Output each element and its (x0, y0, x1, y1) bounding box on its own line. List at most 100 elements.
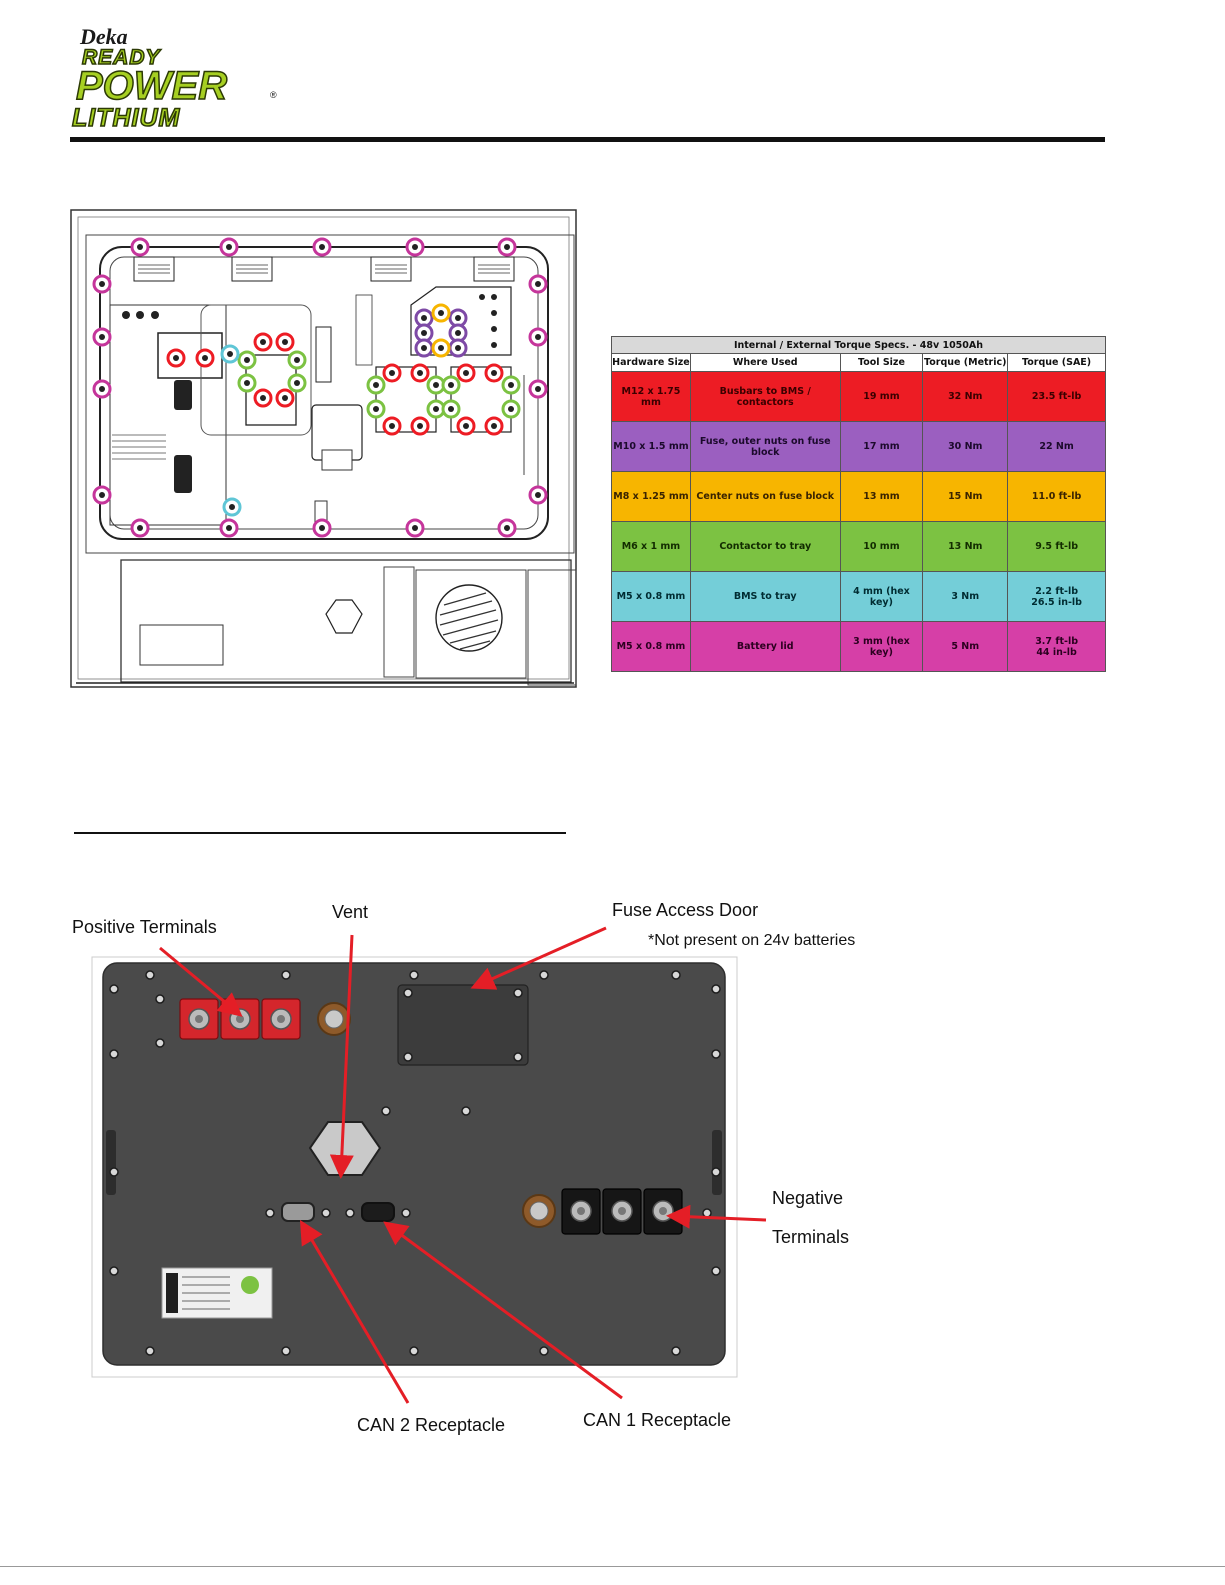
lid-bolt-marker (92, 274, 112, 294)
callout-arrows (159, 926, 767, 1404)
lid-bolt-marker (497, 237, 517, 257)
contactor-bolt-marker (366, 399, 386, 419)
label-terminals: Terminals (772, 1227, 850, 1247)
lid-bolt-marker (528, 327, 548, 347)
contactor-bolt-marker (441, 399, 461, 419)
fuse-bolt-marker (448, 323, 468, 343)
table-row: M6 x 1 mm Contactor to tray 10 mm 13 Nm … (611, 521, 1106, 572)
lid-bolt (711, 1167, 721, 1177)
lid-bolt (409, 970, 419, 980)
cell-hardware: M10 x 1.5 mm (611, 421, 691, 472)
contactor-bolt-marker (501, 399, 521, 419)
lid-bolt-marker (130, 518, 150, 538)
lid-bolt-marker (312, 237, 332, 257)
cell-tool: 17 mm (839, 421, 924, 472)
busbar-bolt-marker (410, 363, 430, 383)
cell-hardware: M5 x 0.8 mm (611, 571, 691, 622)
lid-bolt (145, 970, 155, 980)
table-row: M10 x 1.5 mm Fuse, outer nuts on fuse bl… (611, 421, 1106, 472)
table-title: Internal / External Torque Specs. - 48v … (611, 336, 1106, 354)
cell-where: Contactor to tray (689, 521, 841, 572)
lid-bolt-marker (92, 327, 112, 347)
terminal-hole (577, 1207, 585, 1215)
arrow-can2 (299, 1219, 410, 1404)
fuse-bolt-marker (448, 338, 468, 358)
contactor-bolt-marker (237, 350, 257, 370)
busbar-bolt-marker (456, 416, 476, 436)
lid-bolt-marker (497, 518, 517, 538)
contactor-bolt-marker (441, 375, 461, 395)
header-rule (70, 137, 1105, 142)
col-torque-metric: Torque (Metric) (922, 353, 1009, 372)
cell-sae-line1: 23.5 ft-lb (1031, 391, 1082, 402)
torque-spec-table: Internal / External Torque Specs. - 48v … (611, 336, 1106, 672)
arrow-positive (159, 946, 243, 1017)
cell-sae-line1: 2.2 ft-lb (1035, 585, 1078, 597)
table-row: M5 x 0.8 mm Battery lid 3 mm (hex key) 5… (611, 621, 1106, 672)
contactor-bolt-marker (366, 375, 386, 395)
lid-bolt-marker (528, 379, 548, 399)
busbar-bolt-marker (484, 416, 504, 436)
arrow-negative (666, 1204, 767, 1229)
logo-registered: ® (270, 90, 277, 100)
col-tool-size: Tool Size (839, 353, 924, 372)
cell-tool: 19 mm (839, 371, 924, 422)
lid-bolt (381, 1106, 391, 1116)
busbar-bolt-marker (410, 416, 430, 436)
fuse-bolt-marker (414, 338, 434, 358)
cell-metric: 3 Nm (922, 571, 1009, 622)
lid-bolt (281, 1346, 291, 1356)
label-can2-receptacle: CAN 2 Receptacle (357, 1415, 506, 1435)
lid-bolt (109, 984, 119, 994)
label-fuse-note: *Not present on 24v batteries (648, 932, 856, 949)
label-positive-terminals: Positive Terminals (72, 917, 217, 937)
terminal-hole (618, 1207, 626, 1215)
cell-sae-line1: 22 Nm (1039, 441, 1074, 452)
label-fuse-access-door: Fuse Access Door (612, 900, 759, 920)
lid-bolt (711, 984, 721, 994)
logo-line3: LITHIUM (71, 103, 181, 133)
cell-metric: 32 Nm (922, 371, 1009, 422)
arrow-fuse (470, 926, 607, 990)
contactor-bolt-marker (237, 373, 257, 393)
lid-bolt (145, 1346, 155, 1356)
footer-rule (0, 1566, 1225, 1567)
logo-line2: POWER (75, 63, 228, 109)
terminal-hole (195, 1015, 203, 1023)
fuse-center-marker (431, 303, 451, 323)
busbar-bolt-marker (484, 363, 504, 383)
section-rule (74, 832, 566, 834)
lid-bolt-marker (528, 485, 548, 505)
cell-hardware: M12 x 1.75 mm (611, 371, 691, 422)
busbar-bolt-marker (253, 388, 273, 408)
cell-sae: 22 Nm (1007, 421, 1106, 472)
cell-where: Busbars to BMS / contactors (689, 371, 841, 422)
logo-brand: Deka (80, 24, 128, 49)
label-negative: Negative (772, 1188, 844, 1208)
busbar-bolt-marker (275, 332, 295, 352)
brand-logo: Deka READY POWER ® LITHIUM (71, 24, 292, 133)
terminal-hole (236, 1015, 244, 1023)
cell-metric: 13 Nm (922, 521, 1009, 572)
lid-bolt-marker (92, 485, 112, 505)
lid-bolt-marker (219, 518, 239, 538)
lid-bolt (109, 1266, 119, 1276)
cell-sae: 23.5 ft-lb (1007, 371, 1106, 422)
busbar-bolt-marker (253, 332, 273, 352)
lid-bolt (281, 970, 291, 980)
busbar-bolt-marker (382, 363, 402, 383)
label-vent: Vent (332, 902, 369, 922)
lid-bolt (401, 1208, 411, 1218)
col-hardware-size: Hardware Size (611, 353, 691, 372)
bms-bolt-marker (220, 344, 240, 364)
table-row: M12 x 1.75 mm Busbars to BMS / contactor… (611, 371, 1106, 422)
cell-sae-line1: 3.7 ft-lb (1035, 635, 1078, 647)
lid-bolt (711, 1049, 721, 1059)
lid-bolt (403, 1052, 413, 1062)
lid-bolt-marker (219, 237, 239, 257)
cell-tool: 4 mm (hex key) (839, 571, 924, 622)
cell-sae: 11.0 ft-lb (1007, 471, 1106, 522)
arrow-vent (329, 934, 354, 1179)
